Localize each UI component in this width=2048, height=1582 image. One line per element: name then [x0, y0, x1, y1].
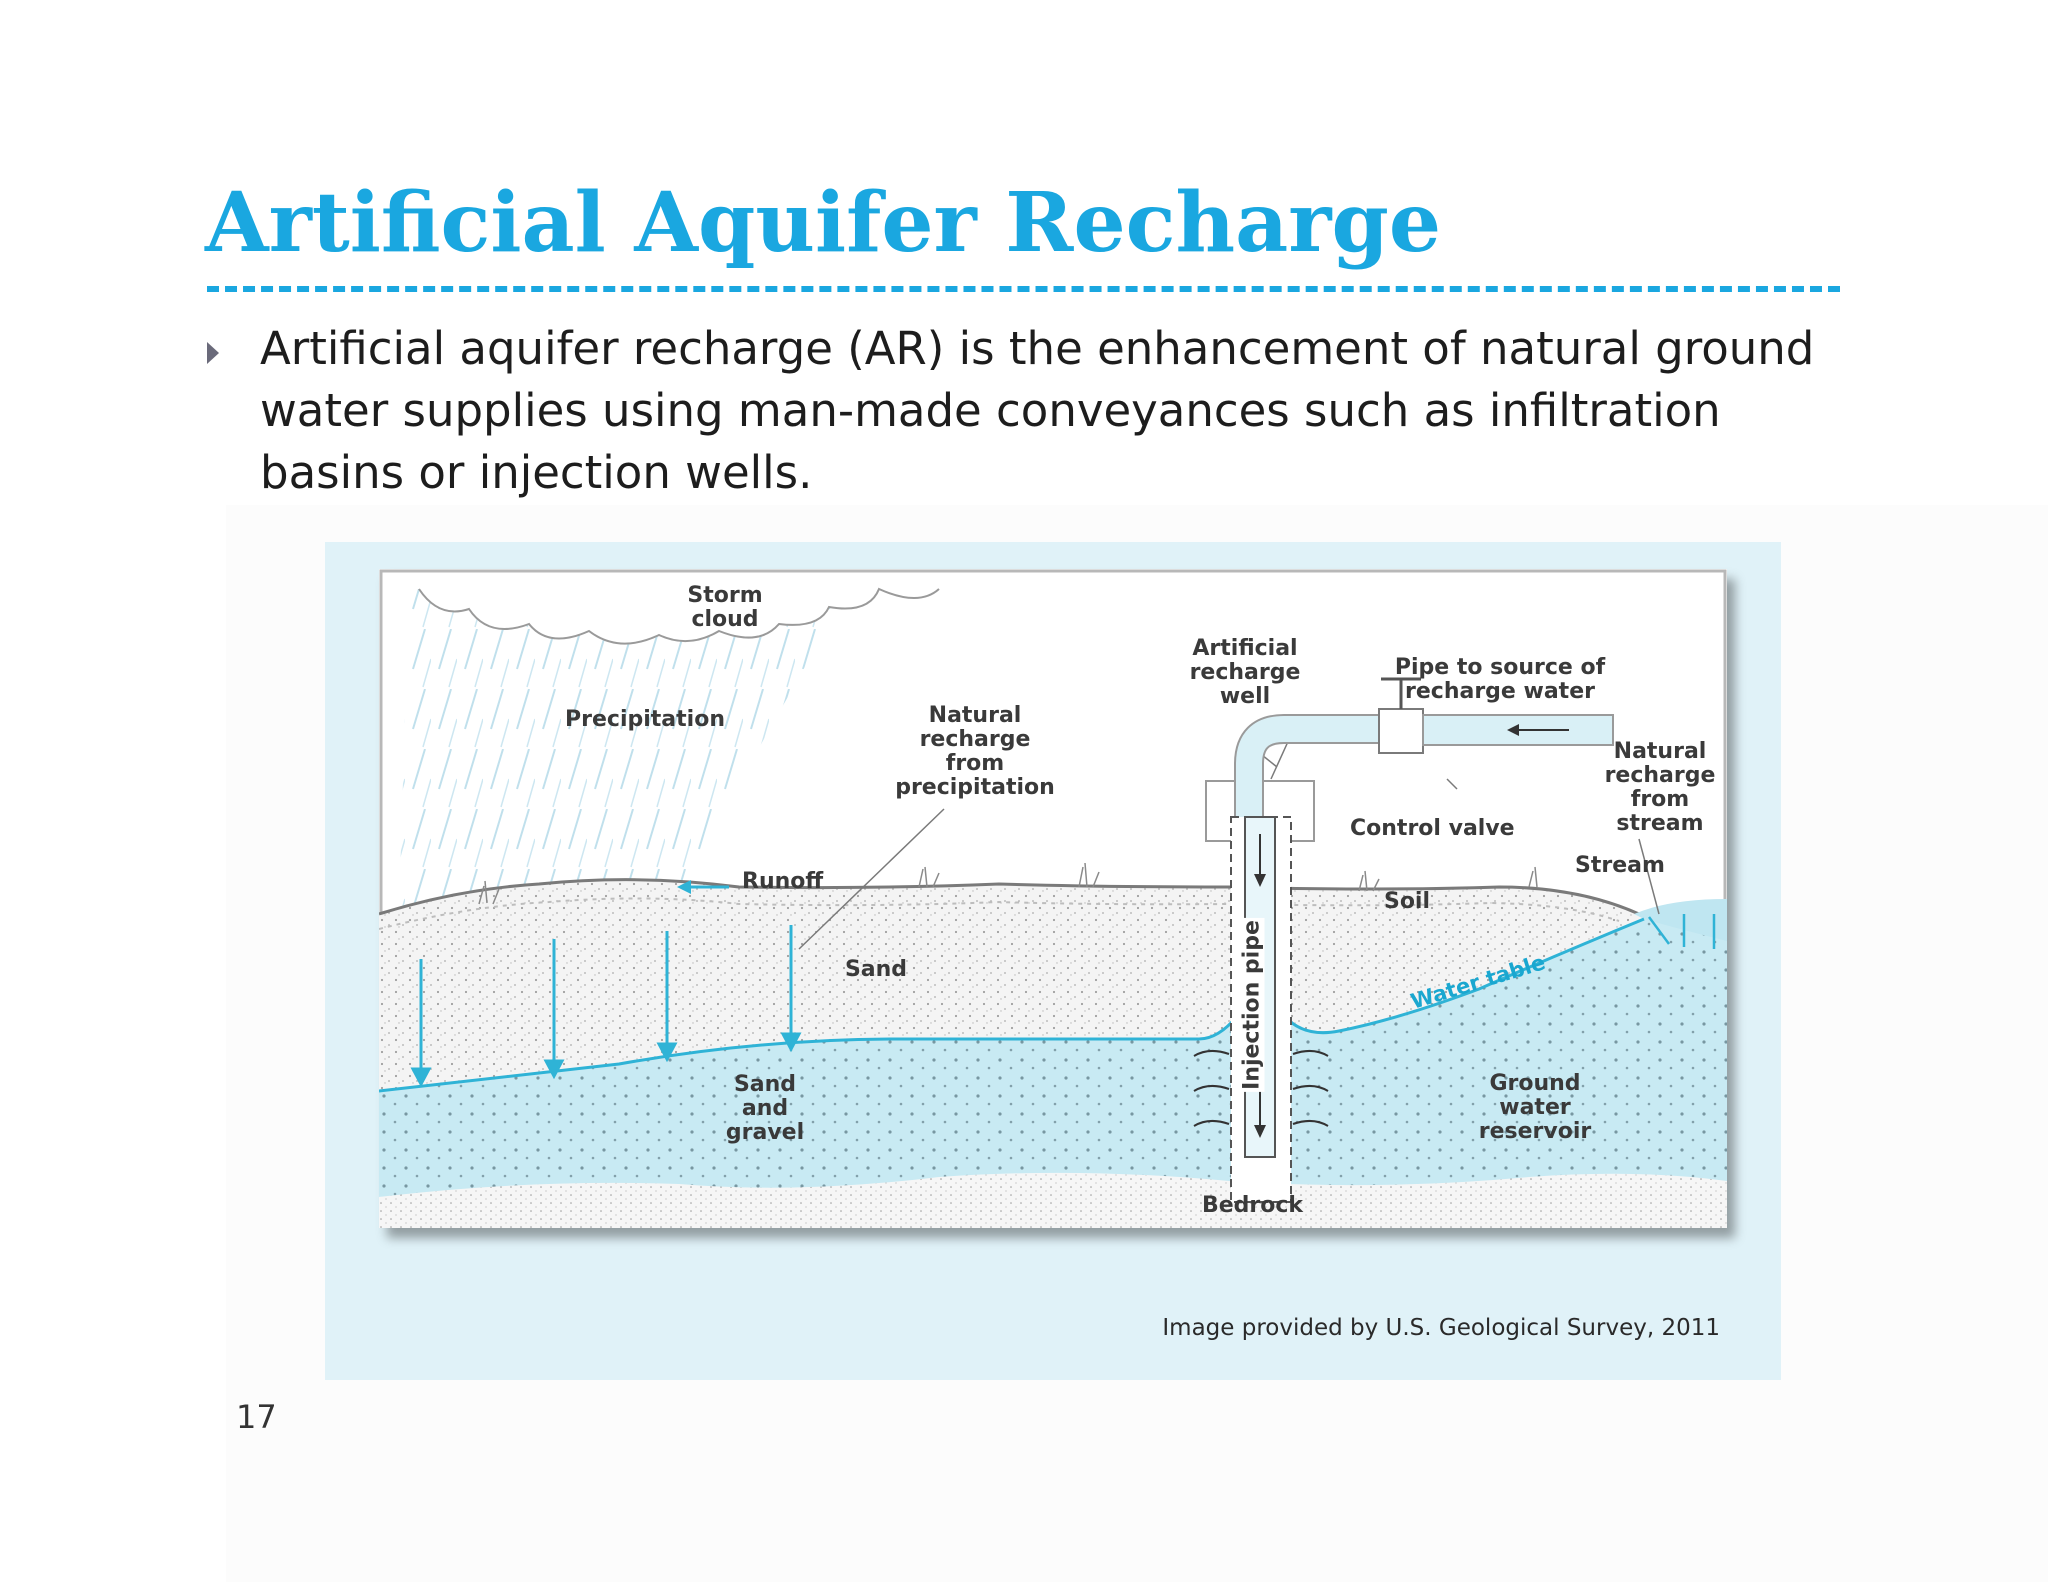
page-number: 17 [236, 1398, 277, 1436]
label-bedrock: Bedrock [1201, 1193, 1304, 1218]
label-natural-recharge-stream: Natural recharge from stream [1604, 739, 1716, 836]
label-natural-recharge-precipitation: Natural recharge from precipitation [895, 703, 1055, 800]
label-precipitation: Precipitation [565, 707, 725, 732]
label-sand-and-gravel: Sand and gravel [725, 1072, 805, 1145]
label-stream: Stream [1575, 853, 1665, 878]
label-pipe-to-source: Pipe to source of recharge water [1394, 655, 1606, 704]
water-table-line [379, 917, 1645, 1093]
label-runoff: Runoff [742, 869, 824, 894]
title-divider [207, 286, 1840, 292]
bullet-text: Artificial aquifer recharge (AR) is the … [260, 322, 1815, 499]
bullet-arrow-icon [207, 342, 219, 364]
storm-cloud [418, 587, 940, 645]
soil-surface [379, 878, 1640, 916]
precipitation-rain [399, 589, 849, 909]
label-sand: Sand [844, 957, 908, 982]
image-credit: Image provided by U.S. Geological Survey… [1162, 1315, 1720, 1341]
control-valve [1378, 708, 1424, 754]
label-soil: Soil [1383, 889, 1431, 914]
aquifer-diagram [379, 569, 1727, 1228]
slide-title: Artificial Aquifer Recharge [205, 175, 1442, 271]
recharge-arrows [410, 925, 802, 1088]
label-ground-water-reservoir: Ground water reservoir [1478, 1071, 1592, 1144]
runoff-arrow [677, 880, 729, 894]
label-artificial-recharge-well: Artificial recharge well [1189, 636, 1301, 709]
label-storm-cloud: Storm cloud [687, 583, 763, 632]
label-control-valve: Control valve [1350, 816, 1515, 841]
